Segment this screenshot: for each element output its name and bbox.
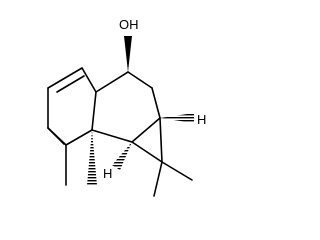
bond-methyl-a	[153, 161, 163, 197]
bond-c7-c8	[95, 71, 129, 93]
bond-c8-c9	[127, 71, 153, 89]
bold-wedge-oh	[124, 36, 132, 72]
bond-c5-c6	[65, 129, 93, 146]
label-oh: OH	[119, 17, 139, 32]
label-h-lower: H	[103, 166, 112, 181]
hashed-wedge-methyl	[87, 130, 97, 185]
hashed-wedge-h-right	[160, 113, 194, 123]
bond-cp-2	[131, 141, 163, 163]
bond-methyl-b	[161, 161, 193, 181]
bond-c11-c6	[91, 129, 133, 143]
hashed-wedge-h-lower	[112, 142, 132, 170]
bond-c7-c1	[81, 67, 97, 93]
double-bond-inner	[56, 75, 85, 93]
bond-c6-c7	[91, 91, 97, 131]
bond-c1-c2	[47, 67, 83, 89]
bond-c9-c10	[151, 87, 161, 119]
bond-c10-c11	[131, 117, 161, 143]
molecule-structure: OH H H	[47, 17, 206, 197]
bond-c4-c5b	[47, 127, 67, 146]
label-h-right: H	[197, 112, 206, 127]
bond-cp-1	[159, 117, 163, 163]
